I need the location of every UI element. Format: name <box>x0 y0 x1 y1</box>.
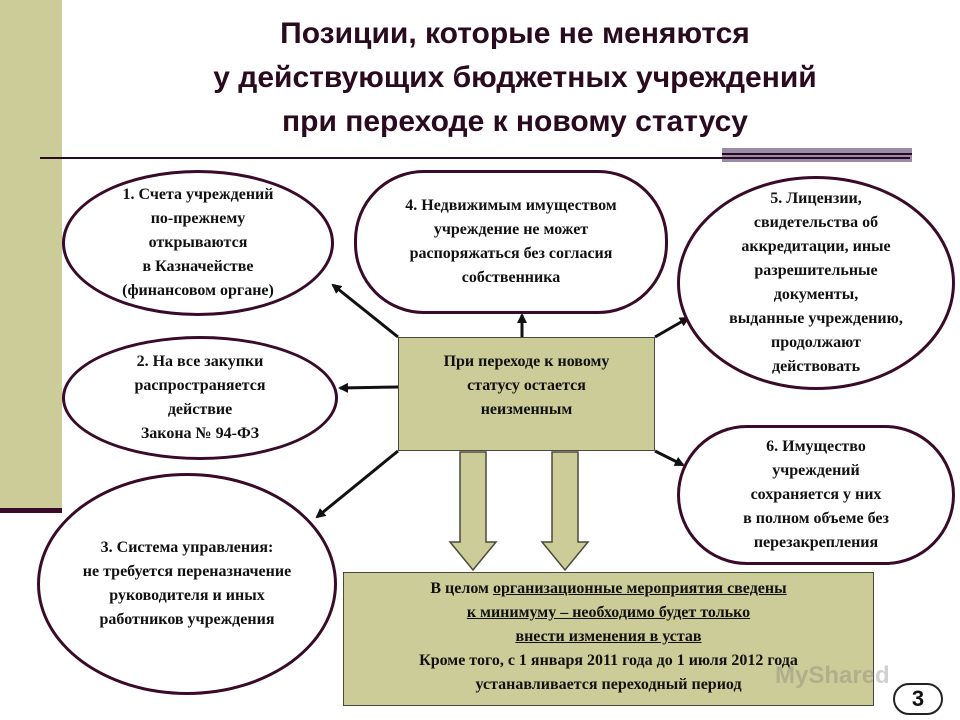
conclusion-box: В целом организационные мероприятия свед… <box>343 572 874 706</box>
sidebar-decoration <box>0 0 62 512</box>
text-line: перезакрепления <box>753 534 879 551</box>
text-line: аккредитации, иные <box>741 238 891 255</box>
item-6-text: 6. Имущество учреждений сохраняется у них в… <box>743 435 889 555</box>
text-line: выданные учреждению, <box>729 310 903 327</box>
item-3-oval: 3. Система управления: не требуется перен… <box>37 473 337 695</box>
text-line: 5. Лицензии, <box>770 190 862 207</box>
text-line: При переходе к новому <box>443 353 610 370</box>
arrow-to-item-3 <box>315 449 399 519</box>
text-line: по-прежнему <box>150 210 246 227</box>
text-line: учреждений <box>772 462 860 479</box>
text-line: документы, <box>773 286 859 303</box>
text-line: действие <box>167 401 233 418</box>
text-line: в полном объеме без <box>743 510 889 527</box>
sidebar-underline <box>0 508 62 513</box>
text-line: не требуется переназначение <box>82 563 292 580</box>
item-1-oval: 1. Счета учреждений по-прежнему открываютс… <box>62 170 334 316</box>
title-divider <box>40 157 910 159</box>
text-line: 1. Счета учреждений <box>122 186 274 203</box>
conclusion-line-4: Кроме того, с 1 января 2011 года до 1 ию… <box>419 652 798 669</box>
item-2-oval: 2. На все закупки распространяется действи… <box>62 336 338 460</box>
text-line: распространяется <box>134 377 266 394</box>
text-line: 4. Недвижимым имуществом <box>405 197 617 214</box>
slide-title: Позиции, которые не меняются у действующ… <box>70 12 960 144</box>
conclusion-line-1-underlined: организационные мероприятия сведены <box>492 580 787 597</box>
text-line: 6. Имущество <box>766 438 866 455</box>
title-line-2: у действующих бюджетных учреждений <box>213 61 817 94</box>
arrow-to-item-5 <box>654 316 690 339</box>
arrow-to-item-1 <box>331 283 399 339</box>
text-line: сохраняется у них <box>750 486 882 503</box>
text-line: собственника <box>461 269 561 286</box>
text-line: распоряжаться без согласия <box>409 245 613 262</box>
watermark-logo: MyShared <box>775 662 890 689</box>
title-line-1: Позиции, которые не меняются <box>280 17 750 50</box>
text-line: открываются <box>148 234 248 251</box>
text-line: учреждение не может <box>433 221 589 238</box>
conclusion-line-5: устанавливается переходный период <box>475 676 742 693</box>
item-4-text: 4. Недвижимым имуществом учреждение не мо… <box>405 194 616 290</box>
item-4-oval: 4. Недвижимым имуществом учреждение не мо… <box>354 170 668 314</box>
arrow-to-item-6 <box>654 449 685 467</box>
text-line: работников учреждения <box>99 611 275 628</box>
text-line: 2. На все закупки <box>136 353 264 370</box>
text-line: неизменным <box>480 401 573 418</box>
arrow-to-item-2 <box>338 382 399 393</box>
conclusion-line-3: внести изменения в устав <box>515 628 702 645</box>
title-line-3: при переходе к новому статусу <box>282 105 748 138</box>
text-line: Закона № 94-ФЗ <box>140 425 260 442</box>
text-line: статусу остается <box>467 377 586 394</box>
text-line: руководителя и иных <box>109 587 265 604</box>
text-line: свидетельства об <box>753 214 879 231</box>
center-box: При переходе к новому статусу остается неи… <box>398 337 655 451</box>
item-2-text: 2. На все закупки распространяется действи… <box>135 350 266 446</box>
item-3-text: 3. Система управления: не требуется перен… <box>83 536 291 632</box>
text-line: в Казначействе <box>142 258 254 275</box>
item-5-text: 5. Лицензии, свидетельства об аккредитации… <box>729 187 903 379</box>
page-number-badge: 3 <box>893 683 943 715</box>
text-line: продолжают <box>771 334 861 351</box>
center-text: При переходе к новому статусу остается неи… <box>444 350 610 422</box>
down-arrow-left <box>448 451 498 572</box>
conclusion-line-2: к минимуму – необходимо будет только <box>466 604 751 621</box>
text-line: 3. Система управления: <box>100 539 274 556</box>
item-1-text: 1. Счета учреждений по-прежнему открываютс… <box>122 183 274 303</box>
conclusion-line-1-plain: В целом <box>430 580 493 597</box>
text-line: разрешительные <box>754 262 878 279</box>
down-arrow-right <box>540 451 590 572</box>
conclusion-line-1: В целом организационные мероприятия свед… <box>344 577 873 601</box>
text-line: (финансовом органе) <box>122 282 274 299</box>
title-divider-accent-line <box>722 153 912 155</box>
item-5-oval: 5. Лицензии, свидетельства об аккредитации… <box>677 176 955 390</box>
text-line: действовать <box>771 358 861 375</box>
item-6-oval: 6. Имущество учреждений сохраняется у них в… <box>677 425 955 565</box>
